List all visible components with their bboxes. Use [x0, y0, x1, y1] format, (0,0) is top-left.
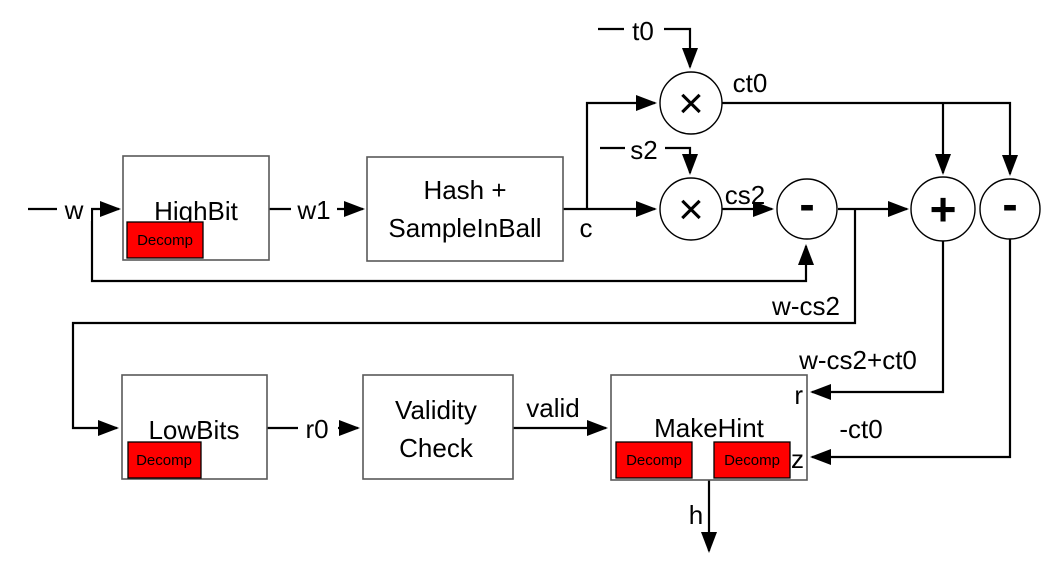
highbit-decomp-label: Decomp — [137, 232, 193, 249]
lowbits-decomp-chip — [127, 441, 202, 479]
signal-w-cs2-ct0: w-cs2+ct0 — [798, 345, 917, 375]
validity-label-line2: Check — [399, 433, 474, 463]
node-subtract-w: - — [776, 178, 838, 240]
makehint-decomp-right-chip — [713, 441, 791, 479]
mult-s2-circle — [659, 177, 723, 241]
t0-label-bg — [624, 15, 664, 43]
wire-w-cs2-to-lowbits — [71, 209, 857, 436]
block-lowbits: LowBits Decomp — [121, 374, 268, 480]
wire-z-into-makehint — [810, 239, 1012, 465]
signal-cs2: cs2 — [725, 180, 765, 210]
w1-label-bg — [291, 196, 337, 222]
makehint-decomp-left-chip — [615, 441, 693, 479]
signal-h: h — [689, 500, 703, 530]
validity-box — [362, 374, 514, 480]
node-mult-t0: × — [659, 71, 723, 135]
r0-label-bg — [298, 413, 338, 441]
plus-icon: + — [930, 183, 957, 235]
signal-ct0: ct0 — [733, 68, 768, 98]
wire-w-feedback — [90, 209, 814, 283]
wire-c-branch-to-mult-t0 — [585, 95, 657, 209]
signal-s2: s2 — [630, 135, 657, 165]
block-validity-check: Validity Check — [362, 374, 514, 480]
signal-w-cs2: w-cs2 — [771, 291, 840, 321]
makehint-label: MakeHint — [654, 413, 765, 443]
minus-icon: - — [1002, 178, 1017, 230]
signal-neg-ct0: -ct0 — [839, 414, 882, 444]
validity-label-line1: Validity — [395, 395, 477, 425]
makehint-port-r-label: r — [794, 380, 803, 410]
w-label-bg — [57, 195, 91, 221]
multiply-icon: × — [678, 185, 704, 234]
subtract-w-circle — [776, 178, 838, 240]
signal-r0: r0 — [305, 414, 328, 444]
wire-r-into-makehint — [810, 241, 945, 400]
block-highbit: HighBit Decomp — [122, 155, 270, 261]
minus-icon: - — [799, 178, 814, 230]
node-subtract-ct0: - — [979, 178, 1041, 240]
wire-ct0 — [722, 101, 1018, 176]
mult-t0-circle — [659, 71, 723, 135]
hash-label-line2: SampleInBall — [388, 213, 541, 243]
makehint-decomp-right-label: Decomp — [724, 452, 780, 469]
highbit-decomp-chip — [126, 221, 204, 259]
lowbits-decomp-label: Decomp — [136, 452, 192, 469]
s2-label-bg — [625, 134, 665, 162]
makehint-decomp-left-label: Decomp — [626, 452, 682, 469]
node-add-ct0: + — [910, 176, 976, 242]
makehint-port-z-label: z — [791, 444, 804, 474]
signal-w1: w1 — [296, 195, 330, 225]
highbit-label: HighBit — [154, 196, 239, 226]
block-makehint: MakeHint Decomp Decomp r z — [610, 374, 808, 481]
signal-c: c — [580, 213, 593, 243]
add-ct0-circle — [910, 176, 976, 242]
hash-box — [366, 156, 564, 262]
signal-valid: valid — [526, 393, 579, 423]
subtract-ct0-circle — [979, 178, 1041, 240]
signal-t0: t0 — [632, 16, 654, 46]
signal-labels: w w1 c t0 s2 ct0 cs2 w-cs2 r0 valid w-cs… — [57, 15, 917, 530]
signal-w: w — [64, 195, 84, 225]
multiply-icon: × — [678, 79, 704, 128]
node-mult-s2: × — [659, 177, 723, 241]
lowbits-label: LowBits — [148, 415, 239, 445]
hash-label-line1: Hash + — [423, 175, 506, 205]
block-hash-sampleinball: Hash + SampleInBall — [366, 156, 564, 262]
